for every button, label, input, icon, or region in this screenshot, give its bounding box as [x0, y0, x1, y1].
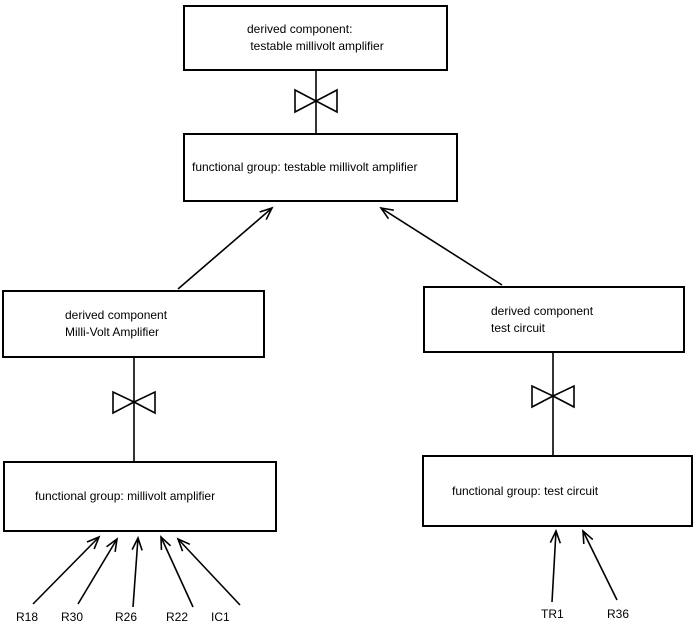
arrow-r30 [77, 537, 119, 605]
leaf-label-r26: R26 [115, 610, 138, 624]
node-text-line: test circuit [491, 320, 546, 335]
component-arrows-left [32, 535, 241, 608]
node-text-line: Milli-Volt Amplifier [65, 325, 160, 339]
arrow-r18 [32, 535, 101, 605]
node-derived-component-testable: derived component: testable millivolt am… [183, 5, 448, 71]
bowtie-connector-left [112, 358, 156, 461]
node-derived-component-test-circuit: derived component test circuit [423, 286, 685, 353]
bowtie-right-triangle [132, 390, 156, 415]
leaf-label-r36: R36 [607, 607, 630, 621]
bowtie-connector-right [531, 353, 575, 455]
leaf-label-r30: R30 [61, 610, 84, 624]
arrow-derived-test-to-fg-testable [379, 206, 503, 286]
bowtie-connector-top [294, 71, 338, 133]
arrow-r22 [160, 535, 194, 608]
bowtie-left-triangle [294, 88, 318, 114]
node-functional-group-millivolt: functional group: millivolt amplifier [3, 461, 277, 532]
node-derived-component-milli-volt: derived component Milli-Volt Amplifier [2, 290, 265, 358]
arrow-tr1 [549, 528, 562, 603]
arrow-r36 [582, 529, 618, 601]
bowtie-left-triangle [531, 384, 555, 409]
bowtie-right-triangle [551, 384, 575, 409]
node-text-line: derived component [491, 303, 594, 318]
arrow-r26 [131, 535, 143, 608]
bowtie-right-triangle [314, 88, 338, 114]
node-functional-group-test-circuit: functional group: test circuit [422, 455, 693, 527]
component-arrows-right [549, 528, 618, 603]
arrow-derived-mv-to-fg-testable [177, 206, 274, 290]
node-text-line: functional group: testable millivolt amp… [192, 160, 418, 174]
leaf-label-r22: R22 [166, 610, 189, 624]
leaf-label-tr1: TR1 [541, 607, 564, 621]
node-text-line: functional group: millivolt amplifier [35, 489, 216, 503]
node-text-line: functional group: test circuit [452, 483, 599, 498]
bowtie-left-triangle [112, 390, 136, 415]
arrow-ic1 [176, 537, 241, 606]
aggregation-arrows [177, 206, 503, 290]
leaf-label-r18: R18 [16, 610, 39, 624]
node-functional-group-testable: functional group: testable millivolt amp… [183, 133, 458, 202]
leaf-label-ic1: IC1 [211, 610, 230, 624]
node-text-line: derived component [65, 308, 168, 322]
node-text-line: derived component: [247, 22, 353, 36]
node-text-line: testable millivolt amplifier [247, 39, 384, 53]
